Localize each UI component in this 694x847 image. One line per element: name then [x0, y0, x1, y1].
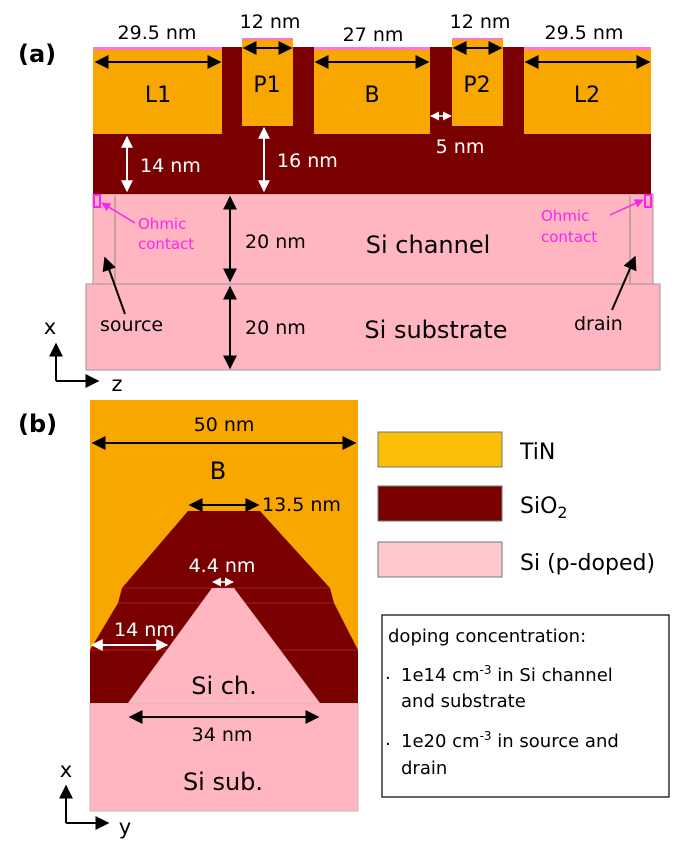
- si-substrate-region: [85, 283, 661, 371]
- ohmic-left-label-2: contact: [138, 235, 194, 253]
- dim-oxide-14-label: 14 nm: [140, 155, 201, 177]
- dim-substrate-label: 20 nm: [245, 317, 306, 339]
- dim-b-label: 27 nm: [343, 24, 404, 46]
- doping-item2-bullet: .: [385, 729, 391, 750]
- axis-a-z-label: z: [111, 372, 122, 396]
- gate-p1-label: P1: [253, 73, 280, 98]
- gate-p1-cap: [242, 38, 293, 40]
- doping-item2-line1: 1e20 cm-3 in source and: [401, 729, 619, 752]
- gate-l2-label: L2: [574, 83, 600, 108]
- ohmic-left-label-1: Ohmic: [138, 215, 186, 233]
- panel-b-label: (b): [18, 410, 57, 438]
- gate-p2-label: P2: [463, 73, 490, 98]
- ohmic-contact-left-marker: [93, 194, 101, 208]
- dim-channel-label: 20 nm: [245, 231, 306, 253]
- dim-l2-label: 29.5 nm: [545, 22, 624, 44]
- si-substrate-label: Si substrate: [364, 316, 507, 344]
- dim-oxide-16-label: 16 nm: [277, 150, 338, 172]
- gate-b-xs-label: B: [210, 457, 226, 485]
- dim-l1-label: 29.5 nm: [118, 22, 197, 44]
- si-sub-label: Si sub.: [183, 768, 263, 796]
- dim-top-label: 13.5 nm: [262, 494, 341, 516]
- gate-b-label: B: [364, 83, 379, 108]
- dim-p1-label: 12 nm: [240, 11, 301, 33]
- gate-l1-label: L1: [145, 83, 171, 108]
- axis-b-x-label: x: [60, 758, 72, 782]
- legend-tin-label: TiN: [519, 440, 555, 465]
- axis-b-y-label: y: [119, 815, 131, 839]
- doping-item1-line2: and substrate: [401, 691, 526, 712]
- gate-l1-cap: [93, 47, 222, 50]
- dim-tip-label: 4.4 nm: [189, 555, 256, 577]
- legend-si-swatch: [377, 541, 503, 578]
- drain-label: drain: [574, 313, 623, 335]
- gate-p2-cap: [452, 38, 503, 40]
- ohmic-right-label-1: Ohmic: [541, 207, 589, 225]
- channel-cross-section: [128, 588, 320, 703]
- source-arrow: [102, 256, 126, 315]
- axis-a-x-label: x: [44, 315, 56, 339]
- doping-box: [381, 614, 670, 798]
- dim-side-label: 14 nm: [114, 619, 175, 641]
- drain-arrow: [611, 255, 637, 311]
- ohmic-right-label-2: contact: [541, 228, 597, 246]
- dim-gap-label: 5 nm: [436, 136, 485, 158]
- si-channel-label: Si channel: [366, 231, 491, 259]
- ohmic-contact-right-marker: [644, 194, 652, 208]
- ohmic-right-arrow: [609, 199, 644, 216]
- legend-sio2-label: SiO2: [520, 494, 568, 522]
- gate-b-cap: [314, 47, 430, 50]
- legend-si-label: Si (p-doped): [520, 551, 655, 576]
- dim-width-label: 50 nm: [194, 414, 255, 436]
- si-channel-region: [92, 193, 654, 285]
- panel-a-label: (a): [18, 40, 56, 68]
- doping-item2-line2: drain: [401, 758, 447, 779]
- si-ch-label: Si ch.: [191, 672, 257, 700]
- source-label: source: [100, 314, 163, 336]
- legend-tin-swatch: [377, 431, 503, 468]
- dim-base-label: 34 nm: [192, 724, 253, 746]
- doping-item1-line1: 1e14 cm-3 in Si channel: [401, 663, 613, 686]
- gate-l2-cap: [524, 47, 651, 50]
- dim-p2-label: 12 nm: [450, 11, 511, 33]
- ohmic-left-arrow: [101, 202, 136, 224]
- doping-title: doping concentration:: [388, 626, 586, 647]
- doping-item1-bullet: .: [385, 663, 391, 684]
- legend-sio2-swatch: [377, 485, 503, 522]
